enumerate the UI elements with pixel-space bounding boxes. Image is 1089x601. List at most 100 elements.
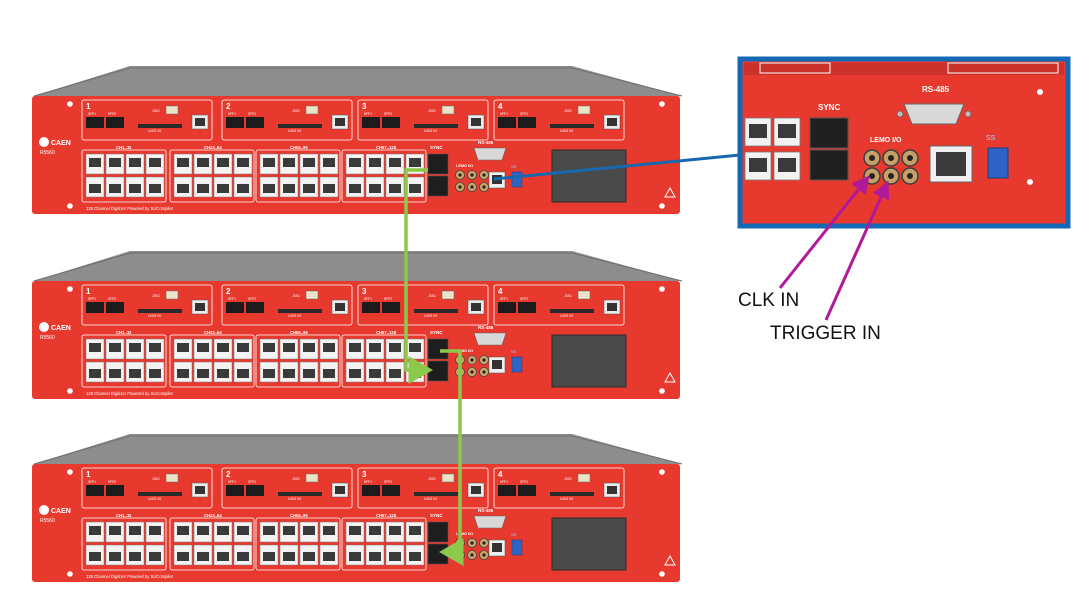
ethernet-jack: [607, 486, 617, 494]
sfp1-label: SFP1: [88, 112, 96, 116]
tagline: 128 Channel Digitizer Powered by SciComp…: [86, 391, 174, 396]
sfp-port: [226, 485, 244, 496]
lemo-pin: [470, 185, 474, 189]
channel-jack: [149, 369, 161, 378]
jtag-label: JTAG: [428, 109, 436, 113]
ethernet-jack: [607, 303, 617, 311]
mount-hole: [659, 101, 665, 107]
inset-lemo-pin: [907, 155, 913, 161]
channel-jack: [129, 184, 141, 193]
lvds-label: LVDS I/O: [424, 497, 438, 501]
channel-jack: [283, 369, 295, 378]
ethernet-jack: [335, 303, 345, 311]
warning-icon: [664, 186, 676, 198]
group-label: CH97..128: [376, 513, 397, 518]
sfp2-label: SFP2: [384, 112, 392, 116]
sfp-port: [246, 485, 264, 496]
mgmt-ethernet-jack: [492, 360, 502, 369]
usb-label: SS: [511, 349, 517, 354]
slot-number: 2: [226, 287, 231, 296]
ethernet-jack: [607, 118, 617, 126]
sfp-port: [362, 302, 380, 313]
channel-jack: [323, 158, 335, 167]
sfp1-label: SFP1: [228, 297, 236, 301]
channel-jack: [283, 158, 295, 167]
lvds-connector: [278, 124, 322, 128]
lemo-pin: [470, 358, 474, 362]
jtag-label: JTAG: [292, 294, 300, 298]
inset-sync-port-top: [809, 117, 849, 149]
usb-port: [511, 356, 523, 373]
channel-jack: [349, 526, 361, 535]
slot-number: 1: [86, 287, 91, 296]
lemo-pin: [470, 553, 474, 557]
channel-jack: [323, 369, 335, 378]
rs485-label: RS-485: [478, 140, 494, 145]
slot-frame: [493, 284, 625, 326]
channel-jack: [369, 552, 381, 561]
sfp-port: [86, 302, 104, 313]
channel-jack: [217, 526, 229, 535]
channel-jack: [197, 526, 209, 535]
group-label: CH33..64: [204, 145, 222, 150]
caen-logo-icon: [39, 322, 49, 332]
sfp-port: [246, 117, 264, 128]
jtag-port: [441, 105, 455, 115]
channel-jack: [89, 369, 101, 378]
sfp-port: [518, 485, 536, 496]
sfp-port: [498, 485, 516, 496]
group-label: CH33..64: [204, 330, 222, 335]
channel-jack: [369, 184, 381, 193]
channel-jack: [109, 552, 121, 561]
sync-label: SYNC: [430, 513, 443, 518]
sfp-port: [106, 302, 124, 313]
lemo-pin: [482, 553, 486, 557]
jtag-label: JTAG: [152, 477, 160, 481]
channel-jack: [129, 526, 141, 535]
lvds-label: LVDS I/O: [288, 497, 302, 501]
channel-jack: [323, 526, 335, 535]
sfp1-label: SFP1: [88, 297, 96, 301]
channel-jack: [349, 184, 361, 193]
slot-frame: [221, 284, 353, 326]
sfp2-label: SFP2: [520, 297, 528, 301]
slot-number: 2: [226, 102, 231, 111]
channel-jack: [217, 369, 229, 378]
jtag-label: JTAG: [152, 294, 160, 298]
slot-frame: [81, 99, 213, 141]
lvds-connector: [414, 492, 458, 496]
sfp-port: [106, 117, 124, 128]
lemo-pin: [482, 185, 486, 189]
channel-jack: [263, 369, 275, 378]
lemo-pin: [482, 358, 486, 362]
caen-logo-icon: [39, 505, 49, 515]
slot-number: 4: [498, 102, 503, 111]
channel-jack: [89, 343, 101, 352]
lemo-pin: [482, 173, 486, 177]
inset-sync-port-bottom: [809, 149, 849, 181]
mount-hole: [659, 571, 665, 577]
group-frame: [341, 517, 427, 571]
lvds-connector: [138, 309, 182, 313]
sfp2-label: SFP2: [108, 297, 116, 301]
group-label: CH1..32: [116, 513, 132, 518]
lvds-label: LVDS I/O: [560, 497, 574, 501]
channel-jack: [389, 552, 401, 561]
lvds-label: LVDS I/O: [148, 129, 162, 133]
channel-jack: [369, 526, 381, 535]
sfp-port: [382, 302, 400, 313]
inset-rs485-connector: [903, 103, 965, 125]
sfp-port: [226, 117, 244, 128]
rs485-label: RS-485: [478, 325, 494, 330]
channel-jack: [389, 343, 401, 352]
channel-jack: [283, 552, 295, 561]
sfp1-label: SFP1: [500, 112, 508, 116]
channel-jack: [149, 343, 161, 352]
lemo-pin: [458, 173, 462, 177]
tagline: 128 Channel Digitizer Powered by SciComp…: [86, 206, 174, 211]
channel-jack: [197, 343, 209, 352]
